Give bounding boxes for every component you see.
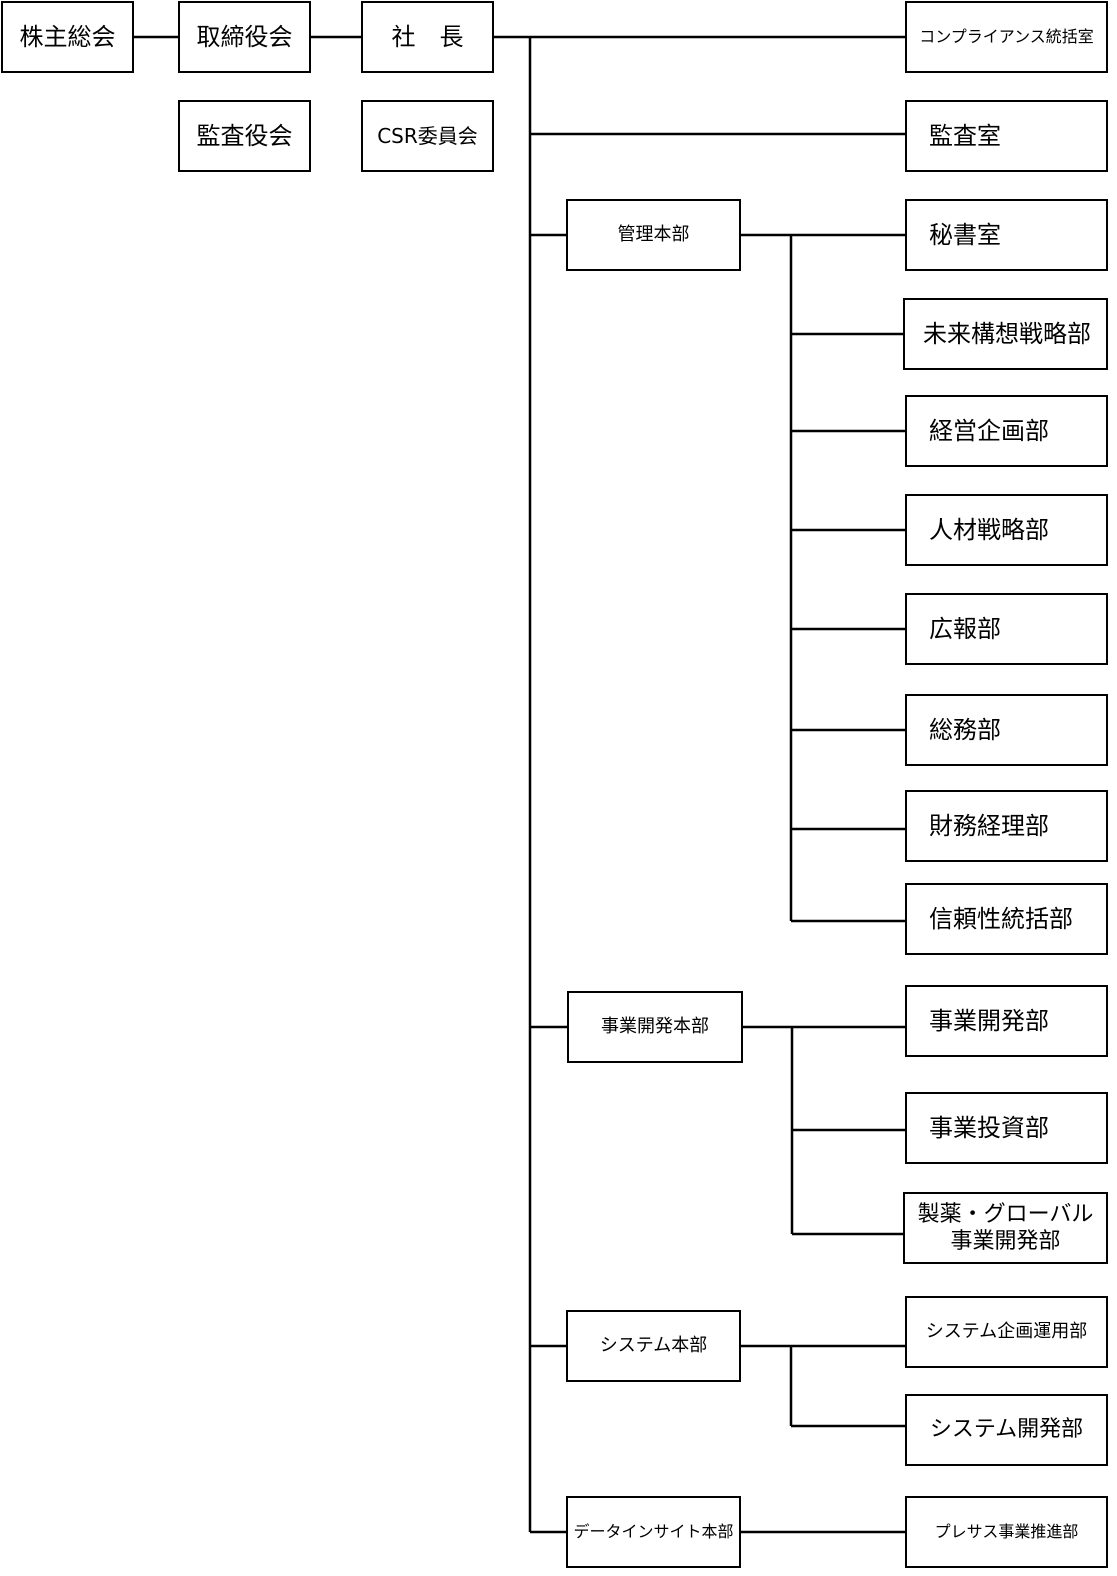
- node-label: システム本部: [599, 1334, 708, 1356]
- node-label: 事業投資部: [929, 1114, 1049, 1142]
- node-dept-pharma-global: 製薬・グローバル 事業開発部: [903, 1192, 1108, 1264]
- node-label: 信頼性統括部: [929, 905, 1073, 933]
- node-dept-corporate-planning: 経営企画部: [905, 395, 1108, 467]
- node-label: 未来構想戦略部: [923, 320, 1091, 348]
- node-audit-office: 監査室: [905, 100, 1108, 172]
- node-label: コンプライアンス統括室: [919, 27, 1094, 46]
- node-board-of-directors: 取締役会: [178, 1, 311, 73]
- node-csr-committee: CSR委員会: [361, 100, 494, 172]
- node-dept-reliability: 信頼性統括部: [905, 883, 1108, 955]
- node-dept-system-dev: システム開発部: [905, 1394, 1108, 1466]
- node-label: 監査室: [929, 122, 1001, 150]
- node-dept-secretariat: 秘書室: [905, 199, 1108, 271]
- node-label: 事業開発部: [929, 1007, 1049, 1035]
- node-label: 監査役会: [196, 122, 293, 150]
- node-label: 取締役会: [196, 23, 293, 51]
- node-label-line1: 製薬・グローバル: [917, 1201, 1094, 1227]
- node-label: 広報部: [929, 615, 1001, 643]
- node-label-line2: 事業開発部: [950, 1229, 1061, 1254]
- node-label: 事業開発本部: [601, 1015, 709, 1037]
- node-label: 経営企画部: [929, 417, 1049, 445]
- node-dept-bizdev: 事業開発部: [905, 985, 1108, 1057]
- node-dept-general-affairs: 総務部: [905, 694, 1108, 766]
- node-label: 管理本部: [617, 223, 690, 245]
- node-data-insight-hq: データインサイト本部: [566, 1496, 741, 1568]
- node-label: システム開発部: [929, 1417, 1084, 1443]
- node-label: データインサイト本部: [573, 1522, 734, 1541]
- node-label: 秘書室: [929, 221, 1001, 249]
- node-dept-finance: 財務経理部: [905, 790, 1108, 862]
- node-audit-board: 監査役会: [178, 100, 311, 172]
- node-label: 社 長: [391, 23, 464, 51]
- node-dept-investment: 事業投資部: [905, 1092, 1108, 1164]
- node-label: システム企画運用部: [925, 1320, 1088, 1342]
- node-dept-presas: プレサス事業推進部: [905, 1496, 1108, 1568]
- node-label: 人材戦略部: [929, 516, 1049, 544]
- node-label: 株主総会: [19, 23, 116, 51]
- node-admin-hq: 管理本部: [566, 199, 741, 271]
- node-system-hq: システム本部: [566, 1310, 741, 1382]
- node-dept-hr-strategy: 人材戦略部: [905, 494, 1108, 566]
- node-shareholders-meeting: 株主総会: [1, 1, 134, 73]
- node-bizdev-hq: 事業開発本部: [567, 991, 743, 1063]
- node-label: 財務経理部: [929, 812, 1049, 840]
- node-label: プレサス事業推進部: [934, 1522, 1079, 1541]
- node-dept-future-strategy: 未来構想戦略部: [903, 298, 1108, 370]
- node-compliance-office: コンプライアンス統括室: [905, 1, 1108, 73]
- node-label: 総務部: [929, 716, 1001, 744]
- node-dept-pr: 広報部: [905, 593, 1108, 665]
- node-label: CSR委員会: [377, 123, 478, 148]
- node-dept-system-planning: システム企画運用部: [905, 1296, 1108, 1368]
- node-president: 社 長: [361, 1, 494, 73]
